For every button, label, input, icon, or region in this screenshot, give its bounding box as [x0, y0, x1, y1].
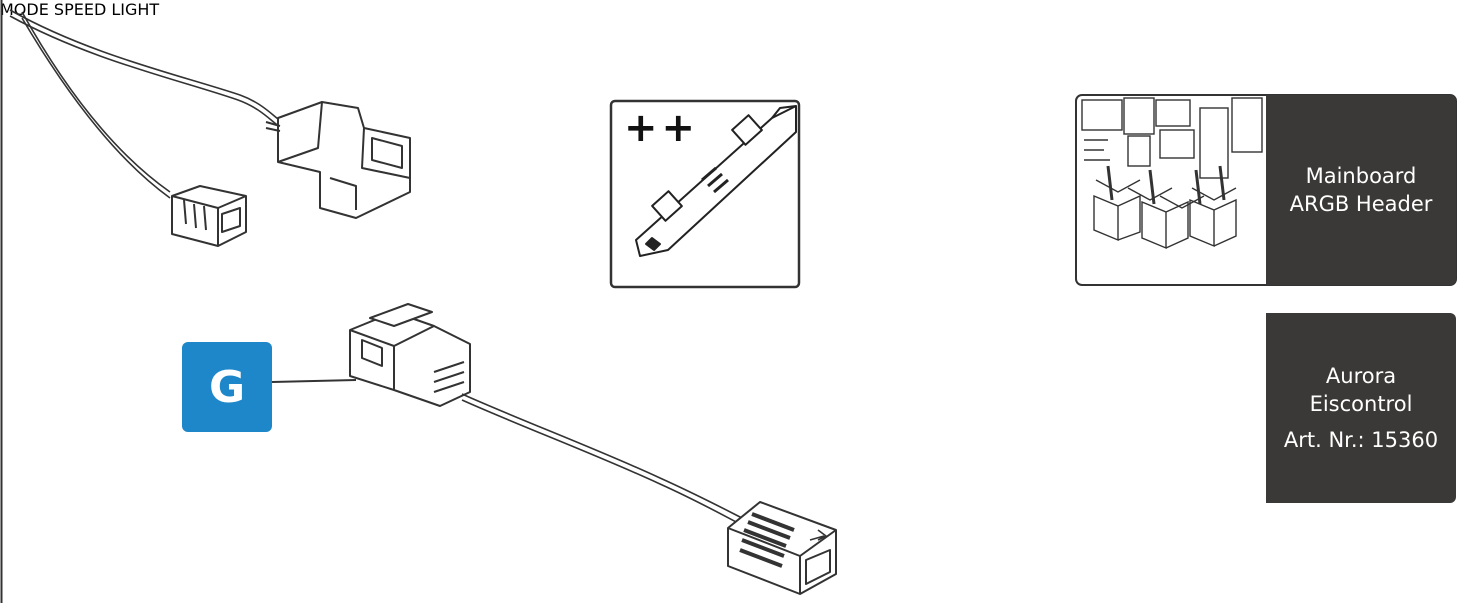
argb-connector-3pin — [171, 185, 247, 247]
controller-button-light: LIGHT — [111, 0, 160, 19]
adapter-connector — [349, 303, 471, 407]
label-mainboard: Mainboard ARGB Header — [1266, 95, 1456, 285]
fan-connector-4pin — [265, 101, 411, 219]
label-mainboard-line-1: Mainboard — [1305, 164, 1417, 188]
label-controller-line-1: Aurora — [1325, 364, 1397, 388]
badge-leader-line — [271, 379, 357, 383]
label-controller: Aurora Eiscontrol Art. Nr.: 15360 — [1266, 313, 1456, 503]
mainboard-illustration — [1081, 97, 1263, 250]
controller-button-mode: MODE — [0, 0, 49, 19]
input-cables — [9, 9, 283, 199]
argb-plug — [727, 501, 837, 595]
led-strip-illustration — [635, 105, 797, 257]
label-controller-line-2: Eiscontrol — [1309, 392, 1413, 416]
adapter-cable — [461, 393, 747, 527]
led-strip-marker: ++ — [624, 105, 700, 151]
led-strip-panel — [609, 99, 801, 289]
controller-panel: MODE SPEED LIGHT — [0, 0, 159, 19]
controller-button-speed: SPEED — [53, 0, 107, 19]
label-mainboard-line-2: ARGB Header — [1289, 192, 1433, 216]
g-badge: G — [182, 342, 272, 432]
label-controller-art-nr: Art. Nr.: 15360 — [1283, 428, 1439, 452]
